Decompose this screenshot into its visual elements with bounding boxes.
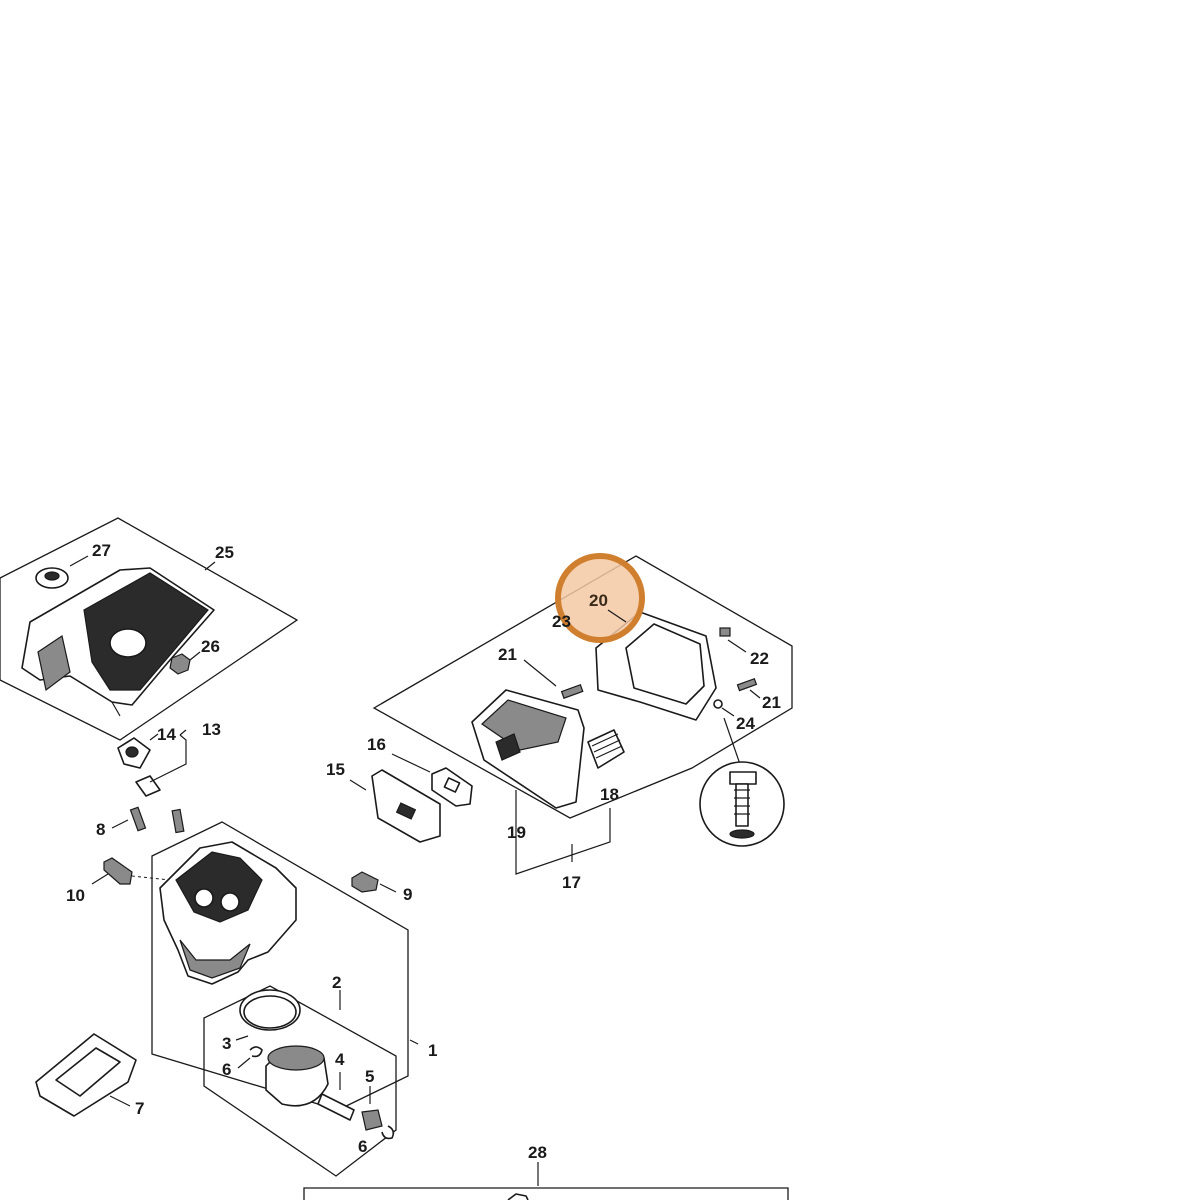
callout-20[interactable]: 20 (589, 591, 608, 610)
piston-subgroup-frame (203, 985, 397, 1177)
decompression-valve[interactable] (351, 871, 379, 893)
callout-9[interactable]: 9 (403, 885, 412, 904)
callout-18[interactable]: 18 (600, 785, 619, 804)
callout-21b[interactable]: 21 (762, 693, 781, 712)
callout-13[interactable]: 13 (202, 720, 221, 739)
callout-5[interactable]: 5 (365, 1067, 374, 1086)
detail-screw-head (729, 771, 757, 785)
callout-6b[interactable]: 6 (358, 1137, 367, 1156)
callout-4[interactable]: 4 (335, 1050, 345, 1069)
cover-screw[interactable] (736, 677, 758, 692)
circlip[interactable] (249, 1046, 263, 1058)
spark-plug[interactable] (103, 857, 133, 885)
needle-cage[interactable] (361, 1109, 383, 1131)
screw[interactable] (171, 808, 185, 834)
muffler-group-frame (372, 555, 793, 819)
screw[interactable] (129, 806, 147, 832)
callout-2[interactable]: 2 (332, 973, 341, 992)
piston-pin[interactable] (317, 1093, 355, 1121)
highlight-marker[interactable] (555, 553, 645, 643)
cover-screw[interactable] (719, 627, 731, 637)
callout-26[interactable]: 26 (201, 637, 220, 656)
plate-gasket-group (349, 753, 473, 843)
callout-23[interactable]: 23 (552, 612, 571, 631)
base-gasket-group (35, 1033, 137, 1117)
callout-1[interactable]: 1 (428, 1041, 437, 1060)
spark-arrestor-screen[interactable] (587, 729, 625, 769)
callout-22[interactable]: 22 (750, 649, 769, 668)
muffler-cover[interactable] (595, 611, 717, 721)
bottom-group-frame (303, 1187, 789, 1200)
washer[interactable] (713, 699, 723, 709)
valve-group (351, 871, 397, 893)
shroud-group (0, 517, 299, 741)
cover-nut[interactable] (169, 653, 191, 675)
muffler-group (372, 555, 793, 875)
callout-15[interactable]: 15 (326, 760, 345, 779)
bracket-group (117, 729, 187, 797)
callout-21a[interactable]: 21 (498, 645, 517, 664)
piston-ring[interactable] (239, 989, 301, 1031)
callout-27[interactable]: 27 (92, 541, 111, 560)
spark-plug-group (91, 857, 171, 885)
callout-8[interactable]: 8 (96, 820, 105, 839)
callout-24[interactable]: 24 (736, 714, 755, 733)
callout-labels: 1 2 3 4 5 6 6 7 8 9 10 13 14 15 16 17 18… (66, 541, 781, 1162)
callout-14[interactable]: 14 (157, 725, 176, 744)
cylinder-group-frame (151, 821, 409, 1111)
muffler-screw[interactable] (560, 683, 584, 699)
base-gasket[interactable] (35, 1033, 137, 1117)
callout-25[interactable]: 25 (215, 543, 234, 562)
bottom-group (303, 1162, 789, 1200)
callout-28[interactable]: 28 (528, 1143, 547, 1162)
callout-3[interactable]: 3 (222, 1034, 231, 1053)
screws-group (111, 806, 185, 834)
callout-6a[interactable]: 6 (222, 1060, 231, 1079)
circlip[interactable] (381, 1125, 395, 1140)
callout-17[interactable]: 17 (562, 873, 581, 892)
cylinder-group (151, 821, 419, 1177)
callout-10[interactable]: 10 (66, 886, 85, 905)
shroud-group-frame (0, 517, 299, 741)
callout-7[interactable]: 7 (135, 1099, 144, 1118)
callout-19[interactable]: 19 (507, 823, 526, 842)
callout-16[interactable]: 16 (367, 735, 386, 754)
